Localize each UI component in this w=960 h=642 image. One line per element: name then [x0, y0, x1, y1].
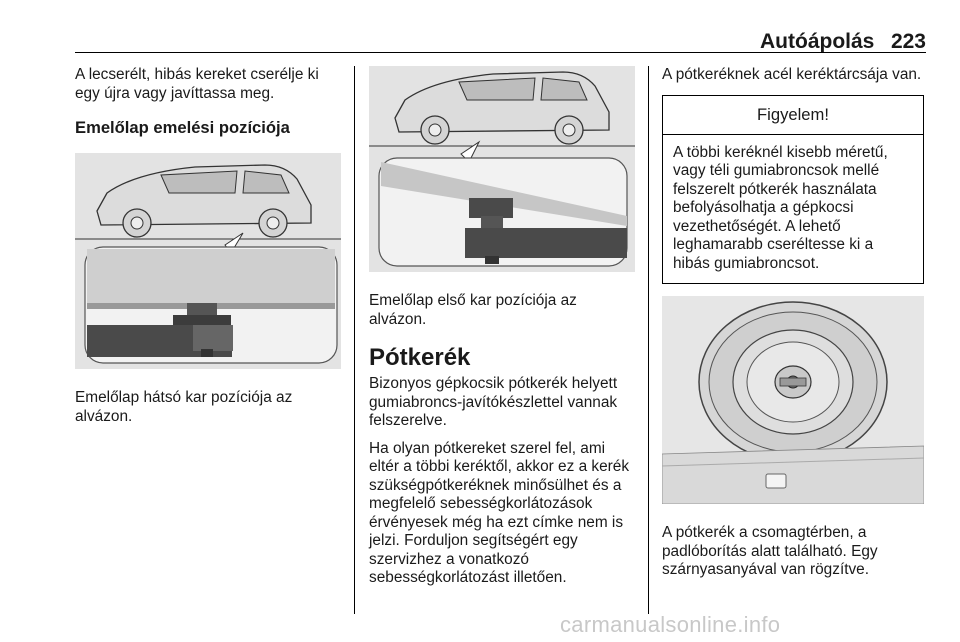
page-number: 223: [890, 30, 926, 53]
warning-text: A többi keréknél kisebb méretű, vagy tél…: [673, 143, 888, 272]
column-1: A lecserélt, hibás kereket cserélje ki e…: [75, 66, 343, 426]
jack-front-drawing: [369, 66, 635, 272]
intro-paragraph: A pótkeréknek acél keréktárcsája van.: [662, 66, 922, 83]
section-heading: Emelőlap emelési pozíciója: [75, 118, 290, 137]
column-divider-left: [354, 66, 355, 614]
spare-wheel-paragraph-2: Ha olyan pótkereket szerel fel, ami elté…: [369, 439, 630, 587]
jack-rear-drawing: [75, 153, 341, 369]
figure-caption: Emelőlap első kar pozíciója az alvázon.: [369, 292, 577, 328]
page-header-title: Autóápolás: [760, 30, 875, 53]
section-heading-spare-wheel: Pótkerék: [369, 344, 471, 371]
header-rule: [75, 52, 926, 53]
column-divider-right: [648, 66, 649, 614]
spare-wheel-paragraph-1: Bizonyos gépkocsik pótkerék helyett gumi…: [369, 375, 618, 429]
column-2: Emelőlap első kar pozíciója az alvázon. …: [369, 66, 637, 588]
spare-wheel-illustration: [662, 296, 924, 504]
jack-front-illustration: [369, 66, 635, 272]
figure-caption: A pótkerék a csomagtérben, a padlóborítá…: [662, 524, 878, 578]
warning-title: Figyelem!: [663, 96, 923, 135]
watermark: carmanualsonline.info: [560, 612, 781, 637]
intro-paragraph: A lecserélt, hibás kereket cserélje ki e…: [75, 66, 319, 102]
column-3: A pótkeréknek acél keréktárcsája van. Fi…: [662, 66, 924, 580]
figure-caption: Emelőlap hátsó kar pozíciója az alvázon.: [75, 389, 293, 425]
spare-wheel-drawing: [662, 296, 924, 504]
jack-rear-illustration: [75, 153, 341, 369]
warning-box: Figyelem! A többi keréknél kisebb méretű…: [662, 94, 924, 284]
